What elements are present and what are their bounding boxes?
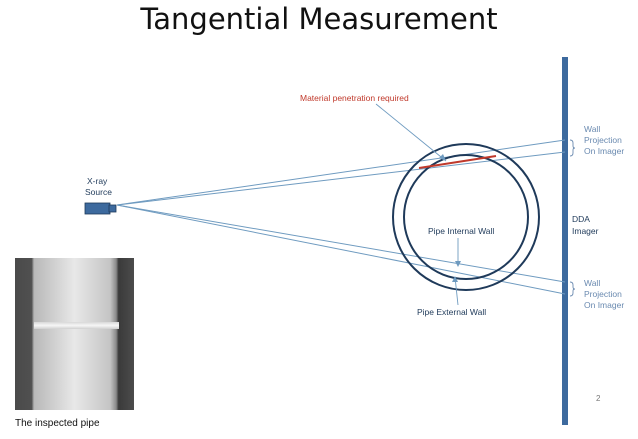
internal-wall-arrowhead bbox=[455, 261, 461, 267]
pipe-external-wall-label: Pipe External Wall bbox=[417, 307, 486, 317]
wall-projection-top-line3: On Imager bbox=[584, 146, 624, 156]
material-pointer bbox=[375, 103, 447, 162]
wall-projection-bottom-brace bbox=[569, 281, 576, 297]
wall-projection-bottom-line2: Projection bbox=[584, 289, 622, 299]
ray-top-inner bbox=[116, 151, 566, 206]
pipe-image-caption: The inspected pipe bbox=[15, 418, 100, 429]
xray-source-label-line2: Source bbox=[85, 187, 112, 197]
ray-bottom-inner bbox=[116, 204, 566, 283]
page-number: 2 bbox=[596, 394, 601, 403]
wall-projection-top-line2: Projection bbox=[584, 135, 622, 145]
external-wall-arrowhead bbox=[452, 276, 458, 282]
xray-source-nozzle bbox=[108, 204, 117, 213]
material-penetration-label: Material penetration required bbox=[300, 93, 409, 103]
wall-projection-bottom-line3: On Imager bbox=[584, 300, 624, 310]
dda-imager-bar bbox=[562, 57, 568, 425]
ray-top-outer bbox=[116, 139, 566, 206]
pipe-external-wall-circle bbox=[392, 143, 540, 291]
material-pointer-arrowhead bbox=[439, 154, 446, 161]
pipe-internal-wall-circle bbox=[403, 154, 529, 280]
wall-projection-bottom-line1: Wall bbox=[584, 278, 600, 288]
pipe-internal-wall-label: Pipe Internal Wall bbox=[428, 226, 494, 236]
material-penetration-segment bbox=[418, 155, 497, 169]
wall-projection-top-line1: Wall bbox=[584, 124, 600, 134]
wall-projection-top-brace bbox=[569, 139, 576, 157]
slide-title: Tangential Measurement bbox=[140, 2, 498, 36]
xray-source-label-line1: X-ray bbox=[87, 176, 108, 186]
xray-source-icon bbox=[84, 202, 111, 215]
pipe-weld-seam bbox=[34, 322, 119, 329]
dda-imager-label-line1: DDA bbox=[572, 214, 590, 224]
ray-bottom-outer bbox=[116, 204, 566, 295]
inspected-pipe-image bbox=[15, 258, 134, 410]
dda-imager-label-line2: Imager bbox=[572, 226, 599, 236]
